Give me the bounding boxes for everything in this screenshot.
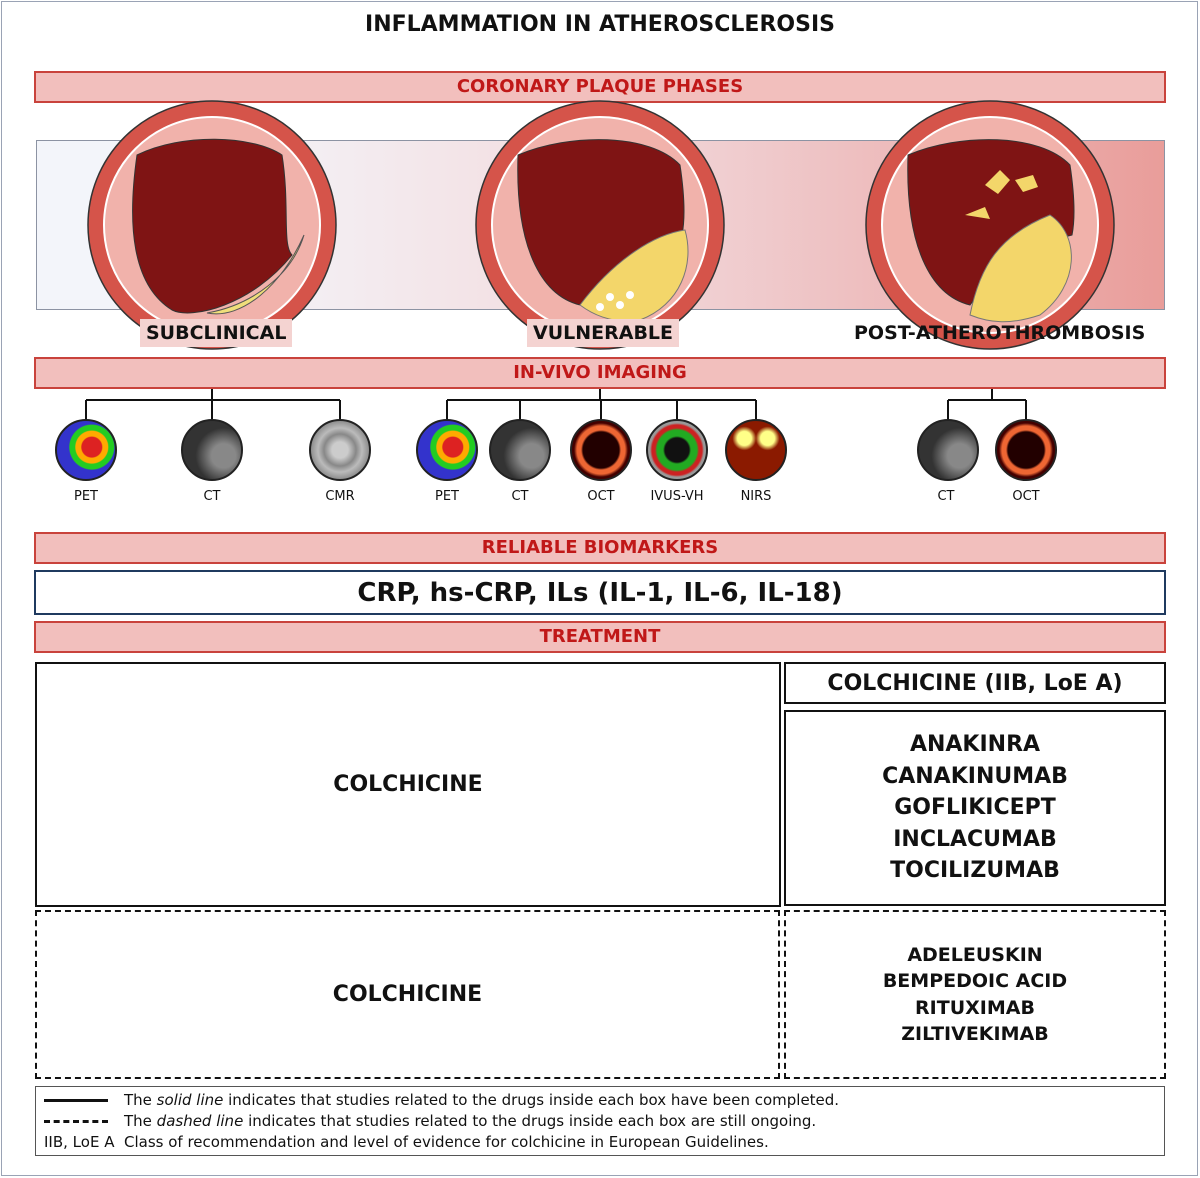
drug-name: RITUXIMAB: [915, 996, 1035, 1019]
nirs-scan-icon: [725, 419, 787, 481]
vessel-illustrations: [87, 100, 1115, 350]
legend-text: indicates that studies related to the dr…: [223, 1091, 840, 1109]
biomarkers-box: CRP, hs-CRP, ILs (IL-1, IL-6, IL-18): [34, 570, 1166, 615]
completed-drugs-box: ANAKINRA CANAKINUMAB GOFLIKICEPT INCLACU…: [784, 710, 1166, 906]
solid-line-swatch: [44, 1099, 108, 1102]
drug-name: COLCHICINE: [333, 772, 483, 797]
cmr-scan-icon: [309, 419, 371, 481]
drug-name: CANAKINUMAB: [882, 763, 1068, 789]
ivus-vh-scan-icon: [646, 419, 708, 481]
drug-name: BEMPEDOIC ACID: [882, 970, 1068, 992]
legend-class-row: IIB, LoE A Class of recommendation and l…: [44, 1132, 1156, 1153]
imaging-label: CMR: [325, 489, 355, 504]
imaging-label: IVUS-VH: [650, 489, 704, 504]
figure-title: INFLAMMATION IN ATHEROSCLEROSIS: [365, 12, 835, 37]
ct-scan-icon: [181, 419, 243, 481]
ct-scan-icon: [917, 419, 979, 481]
oct-scan-icon: [995, 419, 1057, 481]
imaging-label: OCT: [1012, 489, 1040, 504]
drug-name: GOFLIKICEPT: [894, 795, 1056, 821]
imaging-label: PET: [74, 489, 98, 504]
completed-colchicine-box: COLCHICINE: [35, 662, 781, 907]
oct-scan-icon: [570, 419, 632, 481]
drug-name: INCLACUMAB: [893, 826, 1057, 852]
banner-reliable-biomarkers: RELIABLE BIOMARKERS: [34, 532, 1166, 564]
ongoing-drugs-box: ADELEUSKIN BEMPEDOIC ACID RITUXIMAB ZILT…: [784, 910, 1166, 1079]
legend: The solid line indicates that studies re…: [35, 1086, 1165, 1156]
legend-text: The: [124, 1112, 157, 1130]
pet-scan-icon: [416, 419, 478, 481]
drug-name: COLCHICINE: [332, 982, 483, 1007]
phase-label-post-atherothrombosis: POST-ATHEROTHROMBOSIS: [854, 322, 1146, 344]
banner-plaque-phases: CORONARY PLAQUE PHASES: [34, 71, 1166, 103]
legend-text: The: [124, 1091, 157, 1109]
imaging-label: NIRS: [740, 489, 772, 504]
imaging-label: CT: [203, 489, 221, 504]
legend-solid-row: The solid line indicates that studies re…: [44, 1090, 1156, 1111]
legend-text: indicates that studies related to the dr…: [243, 1112, 817, 1130]
drug-name: TOCILIZUMAB: [890, 858, 1060, 884]
legend-emphasis: solid line: [156, 1091, 224, 1109]
imaging-label: PET: [435, 489, 459, 504]
drug-name: COLCHICINE (IIB, LoE A): [827, 670, 1123, 696]
ongoing-colchicine-box: COLCHICINE: [35, 910, 780, 1079]
ct-scan-icon: [489, 419, 551, 481]
dashed-line-swatch: [44, 1120, 108, 1123]
imaging-tree-lines: [85, 389, 1027, 420]
imaging-label: CT: [511, 489, 529, 504]
vessel-vulnerable: [475, 100, 725, 350]
legend-emphasis: dashed line: [156, 1112, 244, 1130]
drug-name: ANAKINRA: [909, 732, 1041, 758]
imaging-label: CT: [937, 489, 955, 504]
vessel-subclinical: [87, 100, 337, 350]
guideline-colchicine-box: COLCHICINE (IIB, LoE A): [784, 662, 1166, 704]
legend-class-key: IIB, LoE A: [44, 1133, 115, 1151]
legend-dashed-row: The dashed line indicates that studies r…: [44, 1111, 1156, 1132]
banner-treatment: TREATMENT: [34, 621, 1166, 653]
vessel-post-atherothrombosis: [865, 100, 1115, 350]
phase-label-subclinical: SUBCLINICAL: [140, 319, 293, 347]
legend-text: Class of recommendation and level of evi…: [124, 1133, 769, 1151]
pet-scan-icon: [55, 419, 117, 481]
drug-name: ZILTIVEKIMAB: [901, 1023, 1049, 1045]
imaging-label: OCT: [587, 489, 615, 504]
phase-label-vulnerable: VULNERABLE: [527, 319, 680, 347]
banner-in-vivo-imaging: IN-VIVO IMAGING: [34, 357, 1166, 389]
drug-name: ADELEUSKIN: [907, 943, 1043, 966]
